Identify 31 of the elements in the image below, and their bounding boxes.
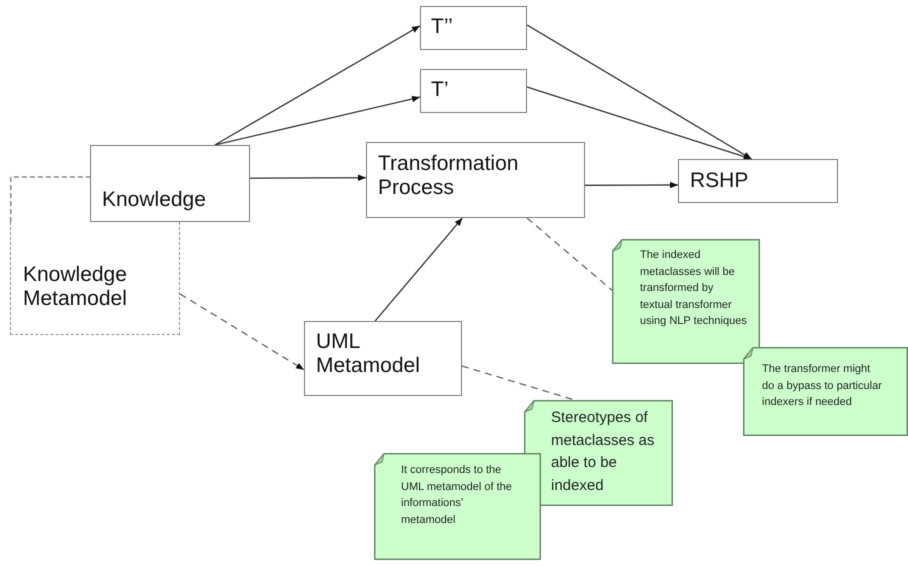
arrow — [214, 25, 420, 146]
node-label: UML Metamodel — [316, 330, 421, 378]
note-card — [612, 239, 760, 364]
note-text: Stereotypes of metaclasses as able to be indexed — [551, 408, 656, 496]
note-card — [524, 400, 673, 506]
arrow — [585, 182, 678, 188]
node-label: Transformation Process — [378, 152, 520, 200]
arrow — [250, 174, 366, 181]
process-box — [420, 69, 527, 113]
connector-line — [526, 218, 612, 291]
arrow — [526, 86, 752, 160]
note-text: It corresponds to the UML metamodel of the informations’ metamodel — [401, 463, 513, 528]
note-card — [743, 347, 908, 436]
process-box — [678, 159, 838, 203]
node-label: Knowledge — [102, 188, 207, 212]
node-label: T’ — [431, 78, 450, 102]
arrow — [180, 293, 304, 370]
node-label: T’’ — [431, 15, 454, 40]
node-label: RSHP — [690, 169, 750, 194]
arrow — [374, 218, 463, 322]
connector-line — [462, 365, 575, 401]
arrow — [526, 24, 752, 160]
process-box — [420, 6, 527, 50]
node-label: Knowledge Metamodel — [23, 263, 128, 312]
note-card — [374, 453, 541, 560]
arrow — [214, 96, 420, 146]
process-box — [366, 142, 585, 218]
process-box — [90, 145, 250, 222]
note-text: The indexed metaclasses will be transformed by textual transformer using NLP techniques — [640, 248, 748, 329]
note-text: The transformer might do a bypass to particular indexers if needed — [762, 362, 882, 410]
process-box — [304, 321, 462, 396]
